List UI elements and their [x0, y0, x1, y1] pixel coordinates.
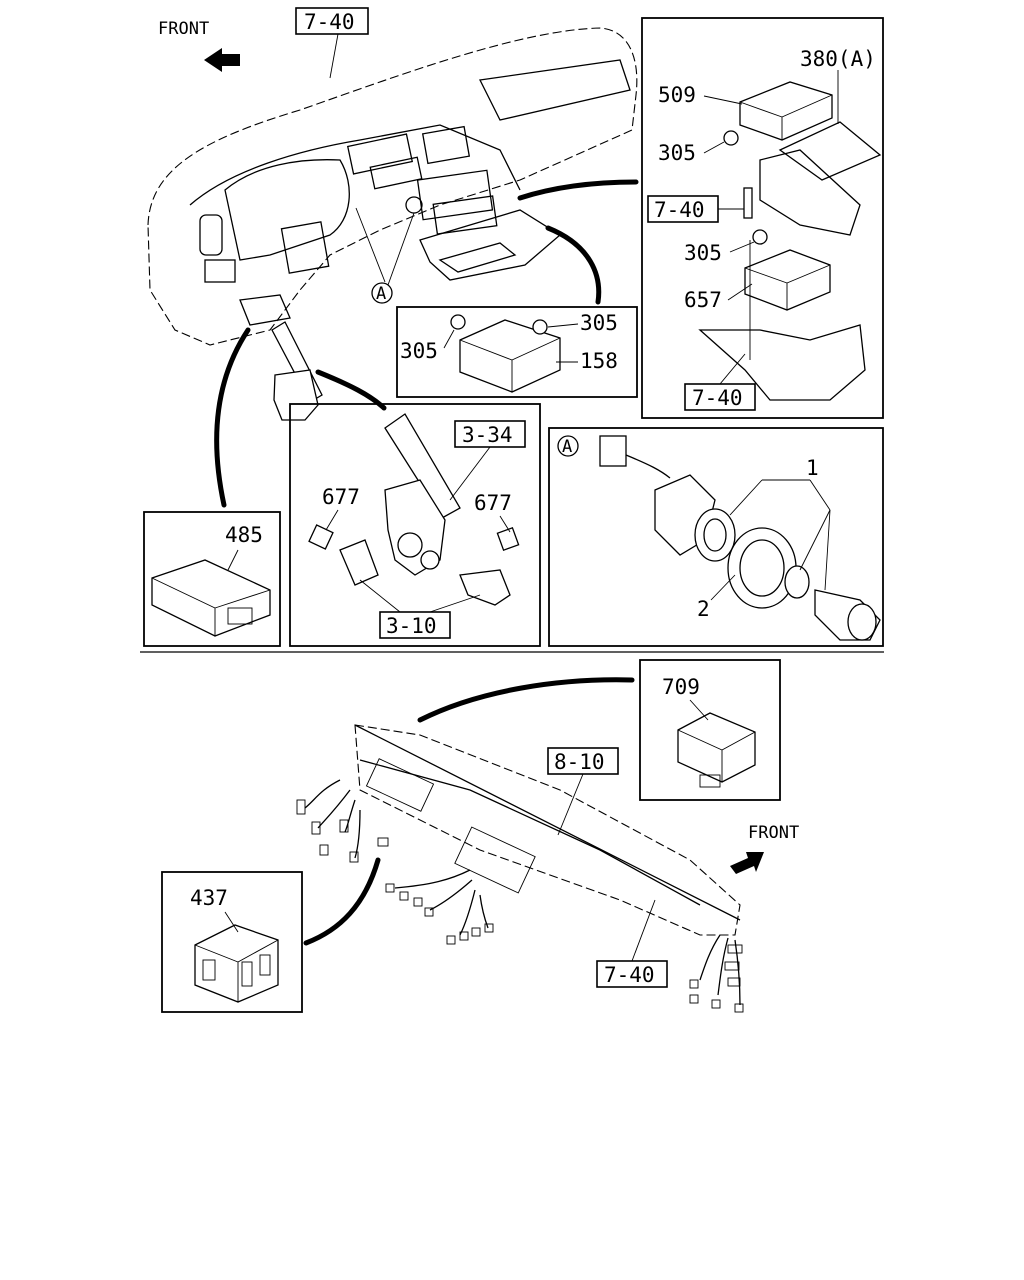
ref-dash-top: 7-40: [304, 10, 355, 34]
connector-437-illustration: [194, 924, 279, 1003]
relay-709-panel: [639, 659, 781, 801]
relay-709-illustration: [677, 712, 756, 788]
front-arrow-bottom-icon: [730, 852, 764, 874]
connector-437-panel: [161, 871, 303, 1013]
module-bracket-panel: [641, 17, 884, 419]
nut-305-a-icon: [723, 130, 739, 146]
lighter-assembly-illustration: [599, 435, 881, 641]
ref-box-dash-top: [295, 7, 369, 35]
part-709: 709: [662, 675, 700, 699]
part-657: 657: [684, 288, 722, 312]
ref-box-pedal: [454, 420, 526, 448]
part-305-c: 305: [400, 339, 438, 363]
part-437: 437: [190, 886, 228, 910]
module-158-panel: [396, 306, 638, 398]
lighter-detail-panel: [548, 427, 884, 647]
part-1: 1: [806, 456, 819, 480]
accelerator-pedal-panel: [289, 403, 541, 647]
callout-a-label: A: [376, 284, 386, 304]
module-657-illustration: [744, 249, 831, 311]
nut-305-b-icon: [752, 229, 768, 245]
front-arrow-icon: [204, 48, 240, 72]
part-380a: 380(A): [800, 47, 876, 71]
part-305-a: 305: [658, 141, 696, 165]
accelerator-pedal-illustration: [308, 413, 520, 606]
wire-harness-illustration: [296, 724, 744, 1013]
ref-box-harness: [547, 747, 619, 775]
ref-bracket-bottom: 7-40: [692, 386, 743, 410]
part-677-b: 677: [474, 491, 512, 515]
ref-box-hoses: [379, 611, 451, 639]
dashboard-illustration: A: [147, 27, 638, 346]
part-158: 158: [580, 349, 618, 373]
front-label-top: FRONT: [158, 19, 209, 39]
part-305-d: 305: [580, 311, 618, 335]
part-677-a: 677: [322, 485, 360, 509]
part-509: 509: [658, 83, 696, 107]
part-485: 485: [225, 523, 263, 547]
ref-harness: 8-10: [554, 750, 605, 774]
ref-bracket-mid: 7-40: [654, 198, 705, 222]
module-485-panel: [143, 511, 281, 647]
ref-box-bracket-bottom: [684, 383, 756, 411]
ref-hoses: 3-10: [386, 614, 437, 638]
sheet-380-illustration: [778, 121, 882, 181]
ref-harness-bottom: 7-40: [604, 963, 655, 987]
ref-box-bracket-mid: [647, 195, 719, 223]
ref-pedal: 3-34: [462, 423, 513, 447]
nut-305-c-icon: [450, 314, 466, 330]
detail-a-label: A: [562, 437, 572, 457]
part-305-b: 305: [684, 241, 722, 265]
ref-box-harness-bottom: [596, 960, 668, 988]
module-158-illustration: [459, 319, 561, 393]
module-485-illustration: [151, 559, 271, 637]
nut-305-d-icon: [532, 319, 548, 335]
part-2: 2: [697, 597, 710, 621]
accelerator-small-illustration: [271, 321, 323, 421]
module-509-illustration: [739, 81, 833, 141]
front-label-bottom: FRONT: [748, 823, 799, 843]
